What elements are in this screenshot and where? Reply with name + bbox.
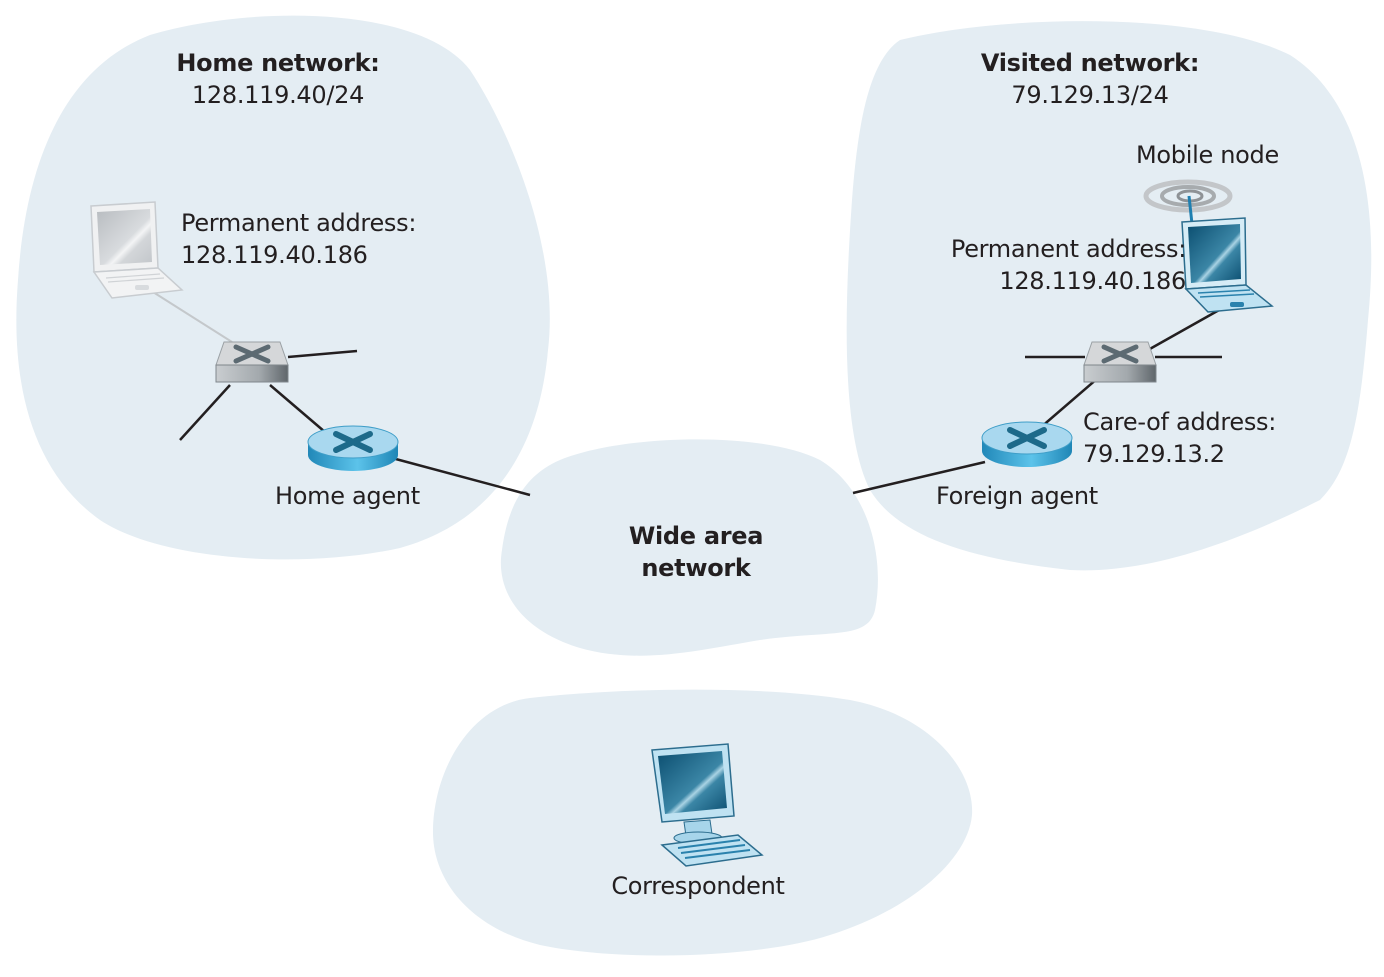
link-home-switch-router xyxy=(269,384,326,433)
wan-label-line2: network xyxy=(641,554,751,582)
link-foreign-agent-wan xyxy=(852,460,986,495)
mobile-node-label: Mobile node xyxy=(1136,141,1279,169)
foreign-agent-router-icon xyxy=(981,421,1073,467)
visited-network-title: Visited network: xyxy=(980,49,1200,77)
link-visited-switch-laptop xyxy=(1147,303,1229,352)
care-of-address-label: Care-of address: xyxy=(1083,408,1277,436)
link-home-switch-stub-right xyxy=(287,349,358,359)
link-home-agent-wan xyxy=(391,456,531,497)
mobile-permanent-address: 128.119.40.186 xyxy=(999,267,1186,295)
mobile-laptop-icon xyxy=(1181,217,1274,313)
links xyxy=(152,291,1229,497)
care-of-address-value: 79.129.13.2 xyxy=(1083,440,1225,468)
home-host-permanent-address: 128.119.40.186 xyxy=(181,241,368,269)
wan-cloud xyxy=(500,439,878,656)
home-network-subnet: 128.119.40/24 xyxy=(191,81,365,109)
visited-network-subnet: 79.129.13/24 xyxy=(1011,81,1169,109)
visited-switch-icon xyxy=(1083,341,1157,383)
link-visited-switch-router xyxy=(1039,377,1099,429)
foreign-agent-label: Foreign agent xyxy=(936,482,1098,510)
home-agent-label: Home agent xyxy=(275,482,420,510)
home-network-cloud xyxy=(16,15,550,560)
home-laptop-icon xyxy=(90,201,184,299)
visited-network-cloud xyxy=(846,21,1372,571)
link-home-laptop-switch xyxy=(152,291,233,343)
correspondent-computer-icon xyxy=(651,743,764,867)
wan-label-line1: Wide area xyxy=(628,522,764,550)
home-host-permanent-label: Permanent address: xyxy=(181,209,417,237)
antenna-icon xyxy=(1187,195,1194,225)
mobile-permanent-label: Permanent address: xyxy=(950,235,1186,263)
home-network-title: Home network: xyxy=(176,49,380,77)
home-switch-icon xyxy=(215,341,289,383)
correspondent-label: Correspondent xyxy=(611,872,785,900)
home-agent-router-icon xyxy=(307,425,399,471)
link-home-switch-stub-left xyxy=(179,384,231,441)
